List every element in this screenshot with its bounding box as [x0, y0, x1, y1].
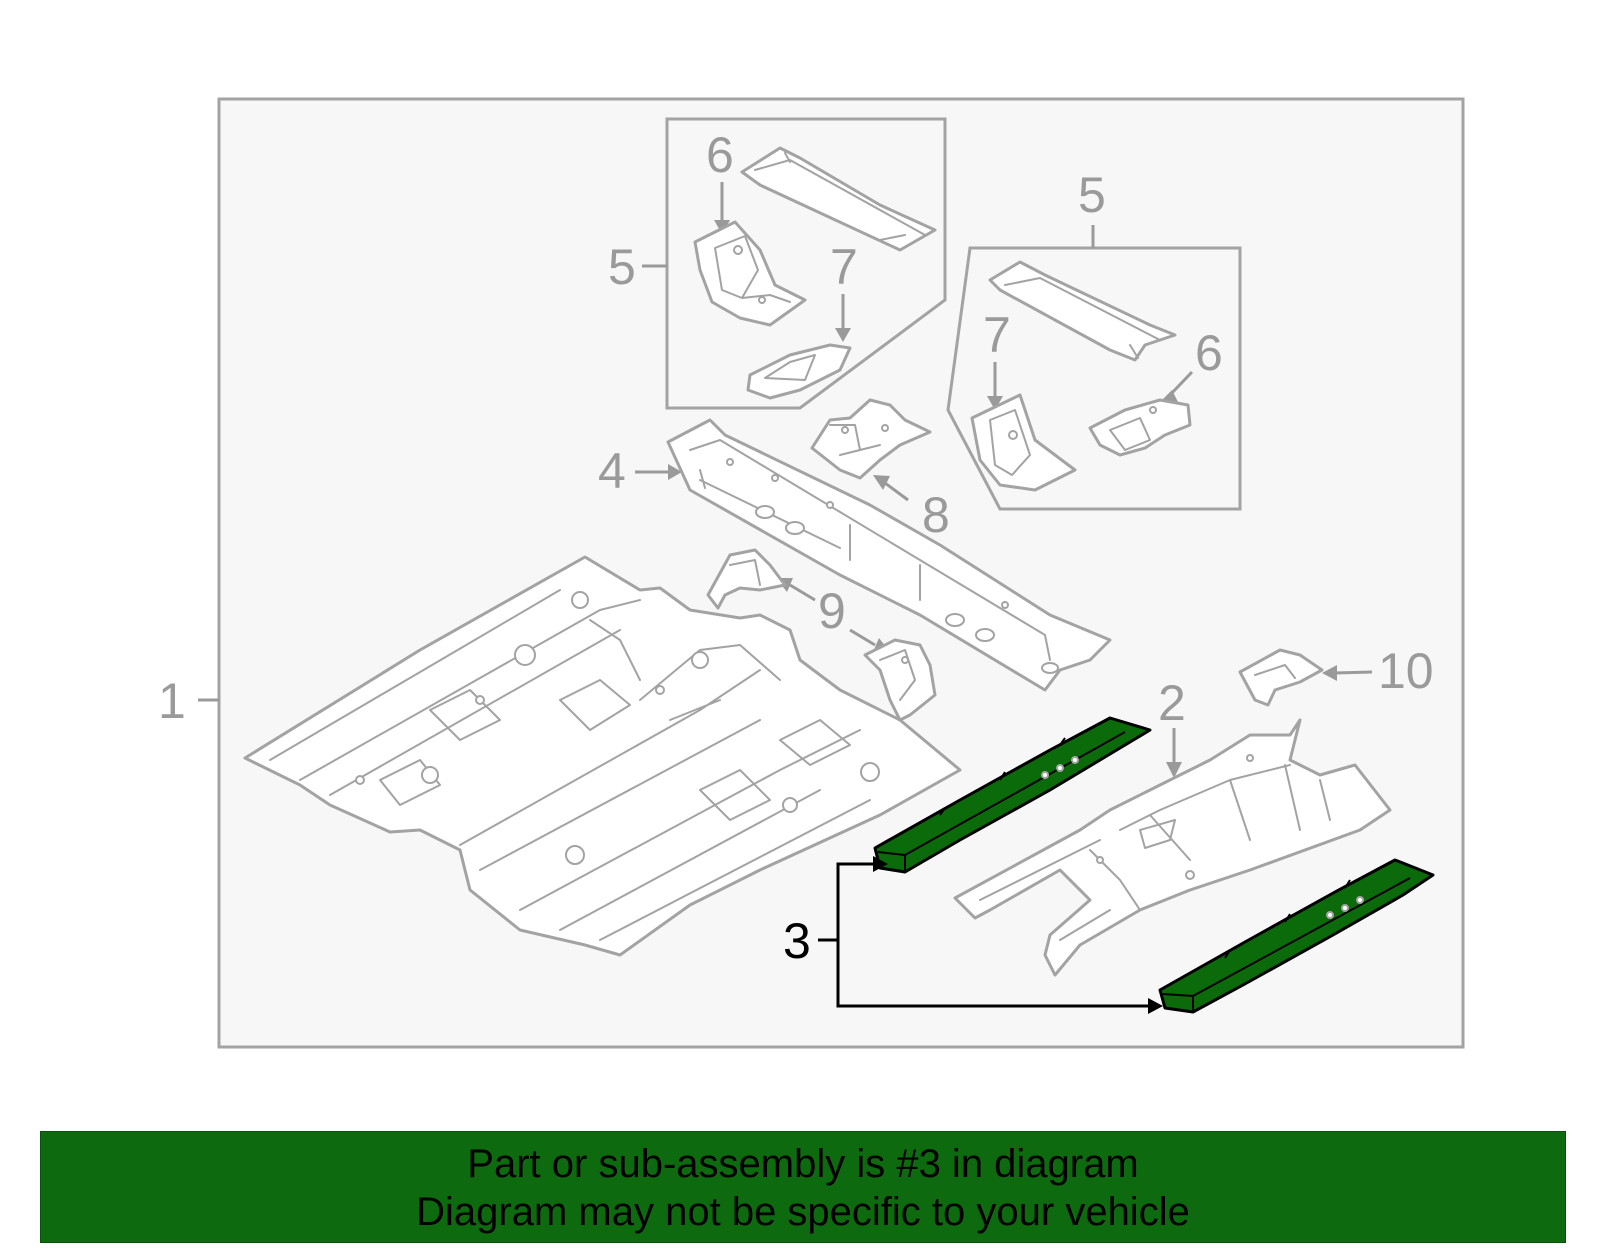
callout-7-right: 7: [983, 307, 1011, 363]
arrowhead-7-right: [987, 396, 1003, 410]
callout-4: 4: [598, 443, 626, 499]
callout-7-left: 7: [830, 239, 858, 295]
leader-8: [884, 481, 909, 502]
callout-10: 10: [1378, 643, 1434, 699]
part-3-rocker-upper: [873, 716, 1152, 874]
part-5-left-crossmember: [740, 146, 937, 252]
arrowhead-7-left: [835, 328, 851, 342]
part-9-upper: [706, 548, 787, 610]
part-7-right: [970, 393, 1077, 492]
callout-5-right: 5: [1078, 167, 1106, 223]
part-5-right-crossmember: [988, 260, 1177, 362]
callout-5-left: 5: [608, 239, 636, 295]
banner-line-1: Part or sub-assembly is #3 in diagram: [467, 1142, 1139, 1186]
subassembly-box-right: [946, 246, 1242, 511]
arrowhead-4: [668, 464, 682, 480]
arrowhead-8: [873, 475, 890, 490]
callout-3: 3: [783, 913, 811, 969]
callout-6-right: 6: [1195, 325, 1223, 381]
leader-9-lower: [849, 628, 876, 647]
leader-9-upper: [789, 583, 816, 602]
callout-9: 9: [818, 583, 846, 639]
callout-2: 2: [1158, 675, 1186, 731]
arrowhead-3-upper: [873, 856, 888, 872]
part-8-bracket: [810, 398, 932, 480]
parts-diagram: 1 5 6 7 5 7 6: [158, 97, 1465, 1049]
part-7-left: [746, 343, 852, 400]
info-banner: Part or sub-assembly is #3 in diagram Di…: [40, 1131, 1566, 1243]
leader-6-right: [1168, 370, 1194, 397]
arrowhead-10: [1322, 665, 1337, 681]
part-3-rocker-lower: [1158, 858, 1435, 1014]
subassembly-box-left: [665, 117, 947, 410]
arrowhead-2: [1166, 762, 1182, 778]
part-4-crossmember: [666, 418, 1112, 692]
callout-6-left: 6: [706, 127, 734, 183]
leader-10: [1334, 670, 1373, 675]
part-1-floor-pan: [243, 555, 962, 957]
part-6-right: [1088, 398, 1192, 457]
part-2-floor-tunnel: [953, 718, 1392, 977]
banner-line-2: Diagram may not be specific to your vehi…: [416, 1190, 1190, 1234]
callout-1: 1: [158, 673, 186, 729]
part-9-lower: [863, 638, 937, 722]
callout-8: 8: [922, 487, 950, 543]
arrowhead-3-lower: [1148, 998, 1163, 1014]
leader-3-bracket: [836, 862, 1150, 1008]
part-6-left: [693, 220, 807, 327]
part-10-bracket: [1238, 648, 1324, 707]
